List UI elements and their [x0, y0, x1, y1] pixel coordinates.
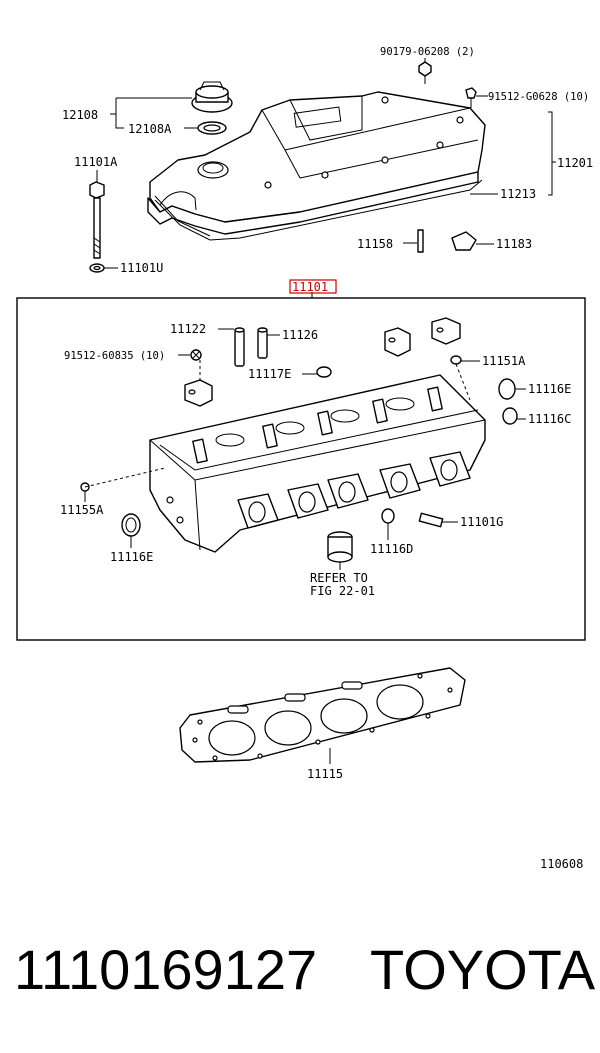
label-11116e-left: 11116E	[110, 550, 153, 564]
label-11101a: 11101A	[74, 155, 118, 169]
plug-11116d	[381, 508, 395, 524]
label-11158: 11158	[357, 237, 393, 251]
caption: 1110169127 TOYOTA	[0, 935, 600, 1015]
head-gasket-11115	[179, 667, 466, 763]
cylinder-head	[149, 374, 486, 553]
exploded-parts-diagram: 90179-06208 (2) 91512-G0628 (10) 12108 1…	[16, 46, 593, 871]
label-12108: 12108	[62, 108, 98, 122]
cam-cap-right-1	[384, 327, 411, 357]
part-number: 1110169127	[14, 938, 318, 1001]
refer-component	[327, 531, 353, 563]
oil-filler-cap	[191, 81, 233, 113]
head-bolt-11101a	[89, 181, 105, 259]
label-11117e: 11117E	[248, 367, 291, 381]
label-11122: 11122	[170, 322, 206, 336]
plug-11116e-right	[498, 378, 516, 400]
label-91512-60835: 91512-60835 (10)	[64, 350, 165, 362]
cylinder-head-frame	[16, 297, 586, 641]
label-91512-g0628: 91512-G0628 (10)	[488, 91, 589, 103]
label-11155a: 11155A	[60, 503, 104, 517]
figure-number: 110608	[540, 857, 583, 871]
highlight-box-11101	[289, 279, 337, 294]
valve-guide-11126	[257, 327, 268, 359]
stud-11101g	[418, 512, 444, 528]
label-11201: 11201	[557, 156, 593, 170]
cover-bolt-90179	[418, 61, 432, 84]
plug-11151a	[450, 355, 462, 365]
label-refer-to: REFER TO	[310, 571, 368, 585]
label-11151a: 11151A	[482, 354, 526, 368]
cam-cap-right-2	[431, 317, 461, 345]
label-11101: 11101	[292, 280, 328, 294]
valve-guide-11122	[234, 327, 245, 367]
label-11116d: 11116D	[370, 542, 413, 556]
washer-11101u	[89, 263, 105, 273]
label-12108a: 12108A	[128, 122, 172, 136]
label-11213: 11213	[500, 187, 536, 201]
label-11116c: 11116C	[528, 412, 571, 426]
cam-cap-left	[184, 379, 213, 407]
plug-11116c	[502, 407, 518, 425]
label-11116e-right: 11116E	[528, 382, 571, 396]
cover-bolt-91512	[465, 87, 477, 108]
label-11115: 11115	[307, 767, 343, 781]
valve-cover	[147, 91, 486, 241]
plug-11117e	[316, 366, 332, 378]
label-11183: 11183	[496, 237, 532, 251]
label-90179-06208: 90179-06208 (2)	[380, 46, 475, 58]
label-fig-22-01: FIG 22-01	[310, 584, 375, 598]
label-11126: 11126	[282, 328, 318, 342]
stud-11158	[417, 229, 424, 253]
bolt-91512-60835	[190, 349, 202, 361]
brand-name: TOYOTA	[370, 938, 596, 1001]
leader-lines	[84, 58, 556, 570]
bracket-11183	[451, 231, 477, 251]
label-11101u: 11101U	[120, 261, 163, 275]
cap-gasket	[197, 121, 227, 135]
plug-11116e-left	[121, 513, 141, 537]
label-11101g: 11101G	[460, 515, 503, 529]
